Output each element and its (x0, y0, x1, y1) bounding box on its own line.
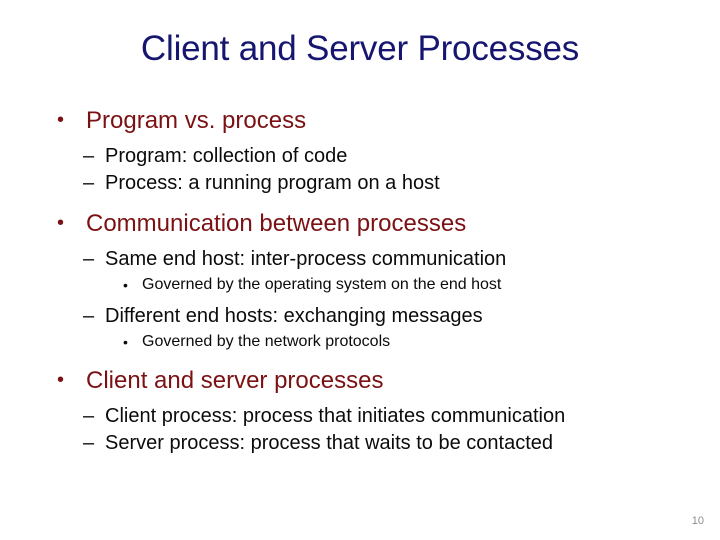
spacer (0, 197, 720, 207)
bullet-text: Governed by the operating system on the … (142, 276, 502, 293)
bullet-text: Communication between processes (86, 210, 467, 237)
bullet-dot-icon: • (57, 109, 65, 131)
bullet-dot-icon: • (57, 212, 65, 234)
bullet-level3: • Governed by the network protocols (0, 330, 720, 354)
page-title: Client and Server Processes (140, 29, 580, 68)
bullet-text: Process: a running program on a host (105, 172, 440, 194)
bullet-dash-icon: – (83, 405, 95, 427)
bullet-dash-icon: – (83, 145, 95, 167)
bullet-text: Different end hosts: exchanging messages (105, 305, 483, 327)
bullet-text: Program vs. process (86, 107, 307, 134)
bullet-level2: – Program: collection of code (0, 143, 720, 170)
bullet-level2: – Different end hosts: exchanging messag… (0, 303, 720, 330)
bullet-level2: – Server process: process that waits to … (0, 430, 720, 457)
bullet-text: Program: collection of code (105, 145, 348, 167)
page-number: 10 (691, 515, 704, 527)
bullet-level2: – Process: a running program on a host (0, 170, 720, 197)
bullet-text: Governed by the network protocols (142, 333, 391, 350)
bullet-level1: • Client and server processes (0, 364, 720, 397)
bullet-level1: • Communication between processes (0, 207, 720, 240)
bullet-level2: – Same end host: inter-process communica… (0, 246, 720, 273)
bullet-dash-icon: – (83, 432, 95, 454)
bullet-text: Client and server processes (86, 367, 384, 394)
spacer (0, 354, 720, 364)
bullet-dash-icon: – (83, 305, 95, 327)
bullet-dot-icon: • (123, 277, 128, 293)
bullet-dash-icon: – (83, 172, 95, 194)
bullet-level2: – Client process: process that initiates… (0, 403, 720, 430)
bullet-text: Same end host: inter-process communicati… (105, 248, 507, 270)
slide-body: • Program vs. process – Program: collect… (0, 104, 720, 457)
bullet-dot-icon: • (123, 334, 128, 350)
bullet-dot-icon: • (57, 369, 65, 391)
bullet-level3: • Governed by the operating system on th… (0, 273, 720, 297)
bullet-level1: • Program vs. process (0, 104, 720, 137)
bullet-dash-icon: – (83, 248, 95, 270)
bullet-text: Client process: process that initiates c… (105, 405, 566, 427)
bullet-text: Server process: process that waits to be… (105, 432, 553, 454)
